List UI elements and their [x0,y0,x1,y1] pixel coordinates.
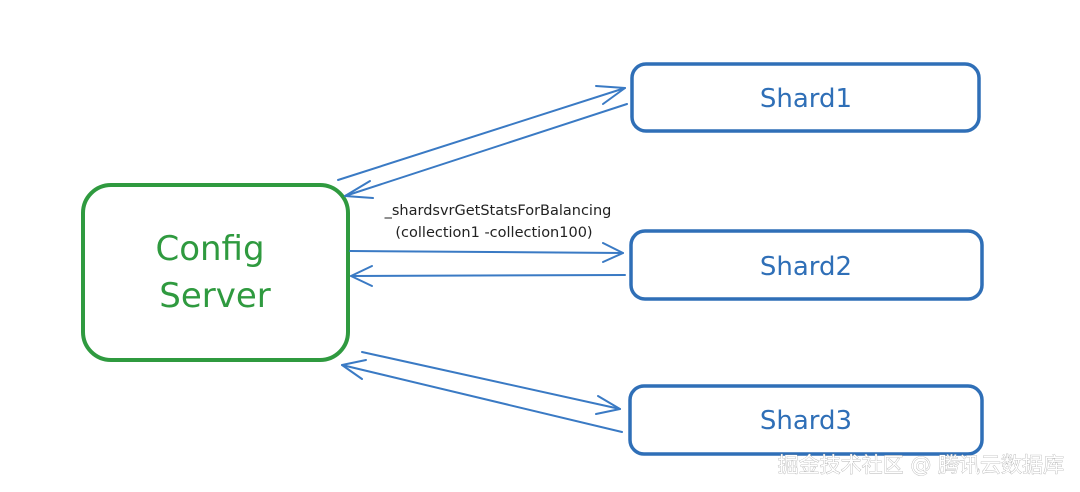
shard3-label: Shard3 [760,406,852,436]
config-server-node: Config Server [81,183,350,362]
shard2-label: Shard2 [760,252,852,282]
arrow-config-to-shard2 [349,242,624,263]
shard1-node: Shard1 [630,62,981,133]
arrow-config-to-shard3 [361,351,621,415]
arrow-shard2-to-config [350,265,626,287]
arrows-config-shard1 [337,85,628,199]
shard2-box [629,229,984,301]
edge-label: _shardsvrGetStatsForBalancing (collectio… [384,203,612,241]
arrow-shard3-to-config [341,359,623,433]
shard3-node: Shard3 [628,384,984,456]
config-server-label-line2: Server [159,276,271,316]
shard1-box [630,62,981,133]
watermark-text: 掘金技术社区 @ 腾讯云数据库 [778,453,1064,477]
arrow-shard1-to-config [344,103,628,199]
arrows-config-shard3 [341,351,623,433]
edge-label-line1: _shardsvrGetStatsForBalancing [384,203,612,219]
edge-label-line2: (collection1 -collection100) [395,225,592,241]
arrow-config-to-shard1 [337,85,626,181]
config-server-label-line1: Config [155,229,264,269]
config-server-box [81,183,350,362]
shard3-box [628,384,984,456]
shard2-node: Shard2 [629,229,984,301]
shard1-label: Shard1 [760,84,852,114]
arrows-config-shard2 [349,242,626,287]
